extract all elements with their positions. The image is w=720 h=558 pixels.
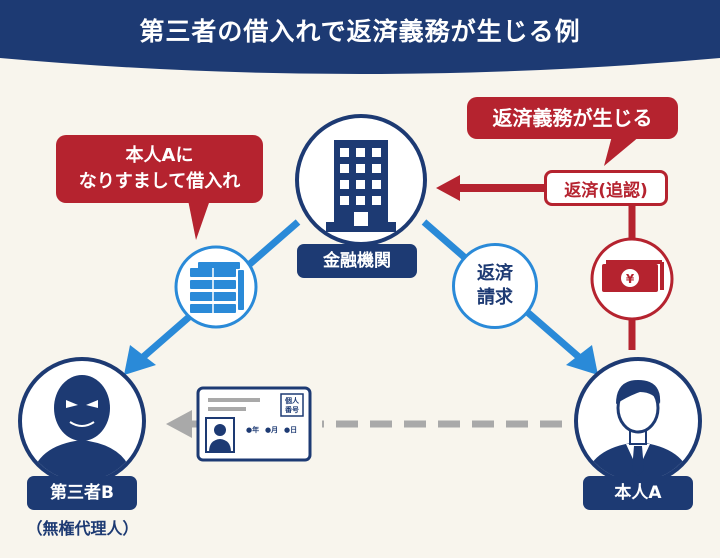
id-date-month: ●月 <box>265 426 278 434</box>
label-bank: 金融機関 <box>297 244 417 278</box>
claim-line2: 請求 <box>477 287 513 308</box>
label-third-party-note: （無権代理人） <box>26 519 139 538</box>
claim-line1: 返済 <box>477 263 513 284</box>
bubble-tail-third-party <box>188 200 210 240</box>
header-banner: 第三者の借入れで返済義務が生じる例 <box>0 0 720 78</box>
bubble-impersonation: 本人Aに なりすまして借入れ <box>56 135 263 203</box>
cash-stack-icon <box>174 245 258 329</box>
id-card-icon: 個人 番号 ●年 ●月 ●日 <box>196 386 312 462</box>
label-principal: 本人A <box>583 476 693 510</box>
repayment-ratification-box: 返済(追認) <box>544 170 668 206</box>
header-background <box>0 0 720 74</box>
bubble-impersonation-line1: 本人Aに <box>125 145 194 166</box>
businessman-icon <box>574 357 702 485</box>
id-badge-line2: 番号 <box>284 405 299 414</box>
label-third-party: 第三者B <box>27 476 137 510</box>
repayment-claim-circle: 返済 請求 <box>452 243 538 329</box>
yen-bill-icon: ¥ <box>590 237 674 321</box>
page-title: 第三者の借入れで返済義務が生じる例 <box>139 17 581 46</box>
id-badge-line1: 個人 <box>284 396 300 405</box>
arrow-repayment-to-bank <box>436 175 544 201</box>
id-date-day: ●日 <box>284 426 297 434</box>
bubble-impersonation-line2: なりすまして借入れ <box>78 171 241 192</box>
id-date-year: ●年 <box>246 425 259 434</box>
yen-symbol: ¥ <box>626 272 635 286</box>
building-icon <box>295 114 427 246</box>
bubble-tail-obligation <box>604 136 640 166</box>
bubble-obligation: 返済義務が生じる <box>467 97 678 139</box>
masked-person-icon <box>18 357 146 485</box>
